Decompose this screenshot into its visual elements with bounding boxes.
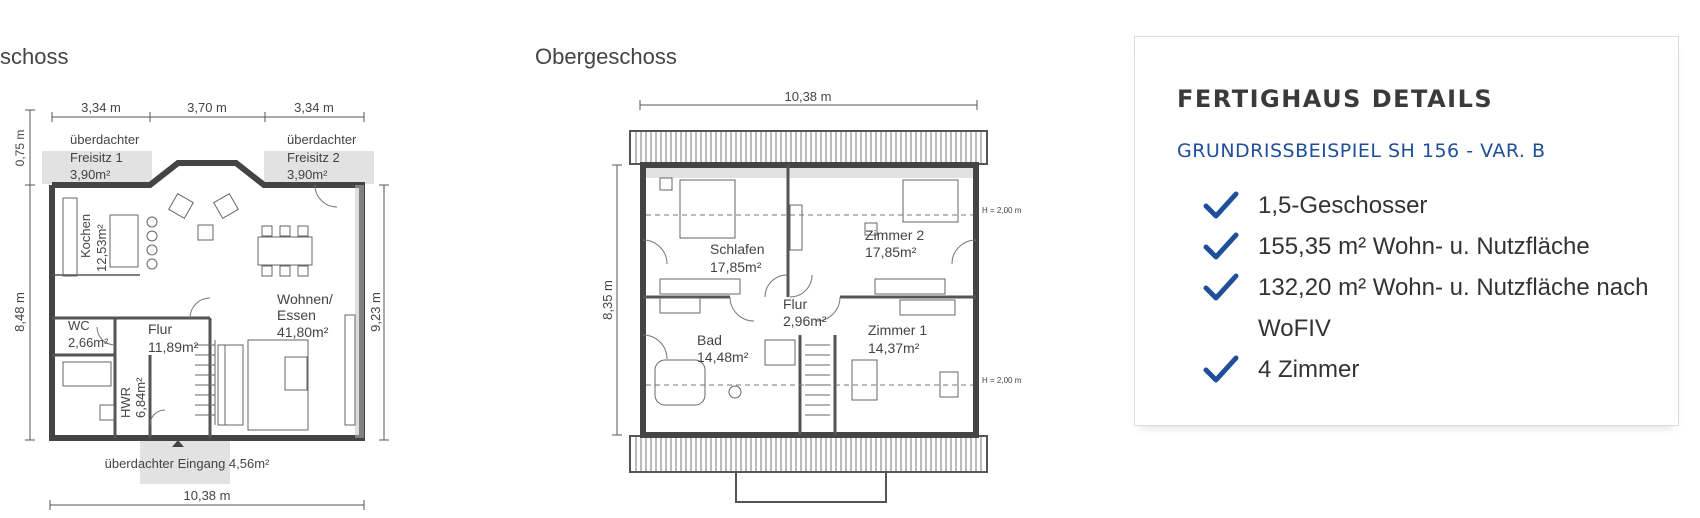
room-wohnen-area: 41,80m²	[277, 324, 329, 340]
room-wc-label: WC	[68, 318, 90, 333]
og-dim-top: 10,38 m	[785, 89, 832, 104]
dim-top-1: 3,34 m	[81, 100, 121, 115]
feature-text: 155,35 m² Wohn- u. Nutzfläche	[1258, 233, 1590, 260]
dim-top-3: 3,34 m	[294, 100, 334, 115]
dim-top-2: 3,70 m	[187, 100, 227, 115]
entrance-label: überdachter Eingang 4,56m²	[105, 456, 270, 471]
feature-item: 155,35 m² Wohn- u. Nutzfläche	[1203, 226, 1658, 267]
room-bad-area: 14,48m²	[697, 349, 749, 365]
room-flur-label: Flur	[148, 321, 172, 337]
room-zimmer2-area: 17,85m²	[865, 244, 917, 260]
details-subtitle: GRUNDRISSBEISPIEL SH 156 - VAR. B	[1177, 140, 1546, 162]
room-zimmer2-label: Zimmer 2	[865, 227, 924, 243]
room-hwr-label: HWR	[118, 387, 133, 418]
room-freisitz2-area: 3,90m²	[287, 167, 328, 182]
entrance-area	[140, 440, 230, 484]
checkmark-icon	[1203, 232, 1239, 260]
room-flur-og-area: 2,96m²	[783, 313, 827, 329]
room-freisitz2-label: überdachter	[287, 132, 357, 147]
feature-item: 132,20 m² Wohn- u. Nutzfläche nach WoFIV	[1203, 267, 1658, 349]
room-schlafen-label: Schlafen	[710, 241, 764, 257]
og-dim-left: 8,35 m	[600, 280, 615, 320]
freisitz-1-area	[42, 151, 152, 184]
feature-text: 132,20 m² Wohn- u. Nutzfläche nach WoFIV	[1258, 274, 1649, 342]
dim-right: 9,23 m	[368, 292, 383, 332]
room-freisitz2-label2: Freisitz 2	[287, 150, 340, 165]
og-height-mark-2: H = 2,00 m	[982, 376, 1022, 385]
feature-list: 1,5-Geschosser 155,35 m² Wohn- u. Nutzfl…	[1203, 185, 1658, 390]
feature-text: 1,5-Geschosser	[1258, 192, 1428, 219]
room-flur-og-label: Flur	[783, 296, 807, 312]
room-zimmer1-label: Zimmer 1	[868, 322, 927, 338]
upper-floor-title: Obergeschoss	[535, 44, 677, 69]
details-title: FERTIGHAUS DETAILS	[1177, 85, 1494, 113]
room-kochen-label: Kochen	[78, 214, 93, 258]
room-bad-label: Bad	[697, 332, 722, 348]
checkmark-icon	[1203, 355, 1239, 383]
checkmark-icon	[1203, 191, 1239, 219]
room-hwr-area: 6,84m²	[133, 377, 148, 418]
dim-left-top: 0,75 m	[13, 130, 27, 167]
upper-floor-plan: 10,38 m 8,35 m H = 2,00 m H = 2,00 m Sch…	[600, 89, 1022, 503]
og-height-mark-1: H = 2,00 m	[982, 206, 1022, 215]
room-wc-area: 2,66m²	[68, 335, 109, 350]
room-schlafen-area: 17,85m²	[710, 259, 762, 275]
room-freisitz1-area: 3,90m²	[70, 167, 111, 182]
room-kochen-area: 12,53m²	[94, 224, 109, 272]
ground-floor-title: schoss	[0, 44, 69, 69]
dim-left: 8,48 m	[12, 292, 27, 332]
house-details-card: FERTIGHAUS DETAILS GRUNDRISSBEISPIEL SH …	[1134, 36, 1679, 426]
feature-text: 4 Zimmer	[1258, 356, 1360, 383]
room-wohnen-label2: Essen	[277, 307, 316, 323]
room-freisitz1-label: überdachter	[70, 132, 140, 147]
ground-floor-plan: 3,34 m 3,70 m 3,34 m 10,38 m 0,75 m 8,48…	[12, 100, 389, 510]
room-flur-area: 11,89m²	[148, 339, 199, 355]
feature-item: 1,5-Geschosser	[1203, 185, 1658, 226]
room-wohnen-label: Wohnen/	[277, 291, 333, 307]
room-zimmer1-area: 14,37m²	[868, 340, 920, 356]
room-freisitz1-label2: Freisitz 1	[70, 150, 123, 165]
feature-item: 4 Zimmer	[1203, 349, 1658, 390]
checkmark-icon	[1203, 273, 1239, 301]
dim-bottom: 10,38 m	[184, 488, 231, 503]
freisitz-2-area	[264, 151, 374, 184]
